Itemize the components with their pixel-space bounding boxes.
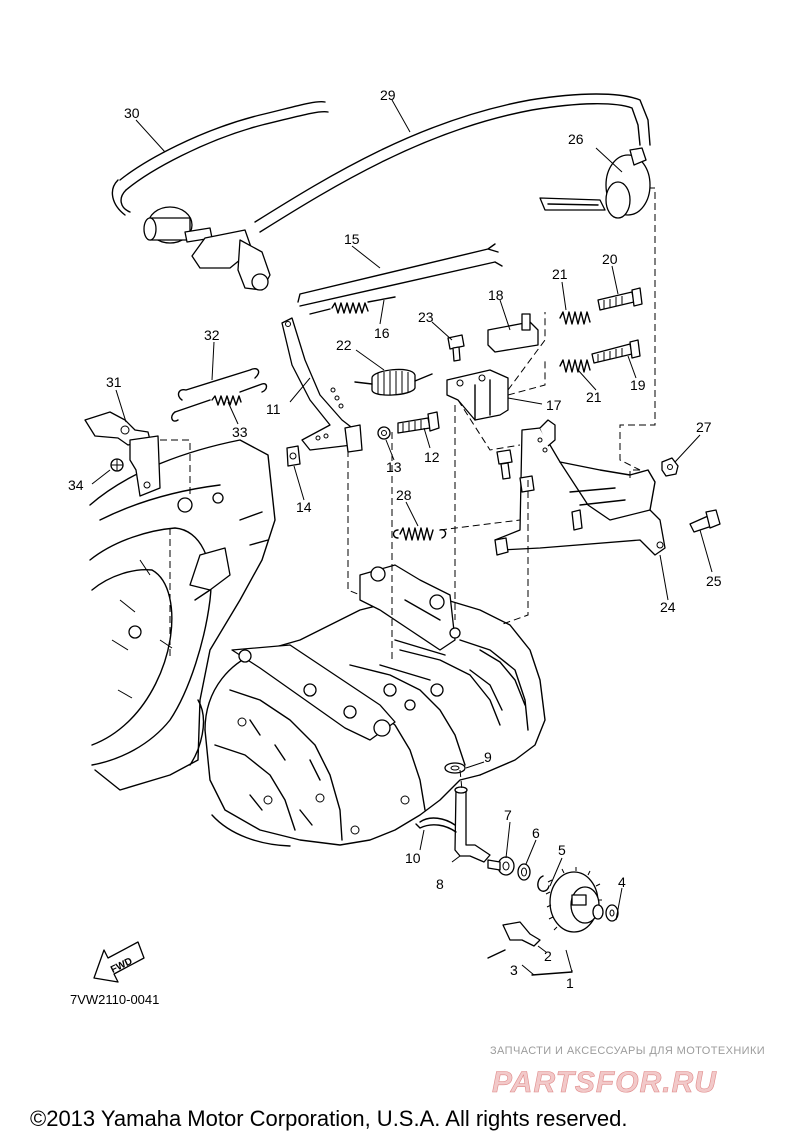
callout-34: 34 bbox=[68, 477, 84, 493]
governor-assembly bbox=[415, 786, 619, 976]
callout-29: 29 bbox=[380, 87, 396, 103]
callout-10: 10 bbox=[405, 850, 421, 866]
leader-dashes bbox=[347, 399, 529, 791]
callout-26: 26 bbox=[568, 131, 584, 147]
callout-23: 23 bbox=[418, 309, 434, 325]
copyright-notice: ©2013 Yamaha Motor Corporation, U.S.A. A… bbox=[30, 1106, 627, 1131]
bracket-17-18 bbox=[446, 287, 643, 421]
callout-18: 18 bbox=[488, 287, 504, 303]
callout-21-upper: 21 bbox=[552, 266, 568, 282]
callout-leaders bbox=[91, 99, 713, 972]
callout-24: 24 bbox=[660, 599, 676, 615]
callout-17: 17 bbox=[546, 397, 562, 413]
callout-3: 3 bbox=[510, 962, 518, 978]
callout-28: 28 bbox=[396, 487, 412, 503]
partsfor-watermark: ЗАПЧАСТИ И АКСЕССУАРЫ ДЛЯ МОТОТЕХНИКИ PA… bbox=[490, 1045, 765, 1099]
callout-31: 31 bbox=[106, 374, 122, 390]
callout-33: 33 bbox=[232, 424, 248, 440]
callout-7: 7 bbox=[504, 807, 512, 823]
callout-15: 15 bbox=[344, 231, 360, 247]
watermark-brand: PARTSFOR.RU bbox=[492, 1066, 717, 1099]
callout-16: 16 bbox=[374, 325, 390, 341]
callout-5: 5 bbox=[558, 842, 566, 858]
callout-32: 32 bbox=[204, 327, 220, 343]
callout-13: 13 bbox=[386, 459, 402, 475]
callout-19: 19 bbox=[630, 377, 646, 393]
callout-2: 2 bbox=[544, 948, 552, 964]
callout-9: 9 bbox=[484, 749, 492, 765]
fwd-arrow-icon: FWD bbox=[93, 941, 145, 983]
engine-block-left bbox=[89, 439, 276, 791]
callout-1: 1 bbox=[566, 975, 574, 991]
callout-14: 14 bbox=[296, 499, 312, 515]
linkage-assembly bbox=[281, 243, 503, 467]
callout-8: 8 bbox=[436, 876, 444, 892]
callout-6: 6 bbox=[532, 825, 540, 841]
callout-22: 22 bbox=[336, 337, 352, 353]
callout-labels: 1 2 3 4 5 6 7 8 9 10 11 12 13 14 15 16 1… bbox=[68, 87, 722, 991]
main-bracket-24 bbox=[392, 187, 721, 556]
callout-12: 12 bbox=[424, 449, 440, 465]
callout-11: 11 bbox=[266, 401, 281, 417]
throttle-bracket-left bbox=[84, 368, 268, 497]
vacuum-assembly bbox=[111, 93, 651, 291]
callout-27: 27 bbox=[696, 419, 712, 435]
callout-21-lower: 21 bbox=[586, 389, 602, 405]
callout-20: 20 bbox=[602, 251, 618, 267]
watermark-tagline: ЗАПЧАСТИ И АКСЕССУАРЫ ДЛЯ МОТОТЕХНИКИ bbox=[490, 1045, 765, 1057]
callout-30: 30 bbox=[124, 105, 140, 121]
engine-block-center bbox=[204, 564, 546, 847]
callout-25: 25 bbox=[706, 573, 722, 589]
callout-4: 4 bbox=[618, 874, 626, 890]
diagram-code: 7VW2110-0041 bbox=[70, 992, 159, 1007]
